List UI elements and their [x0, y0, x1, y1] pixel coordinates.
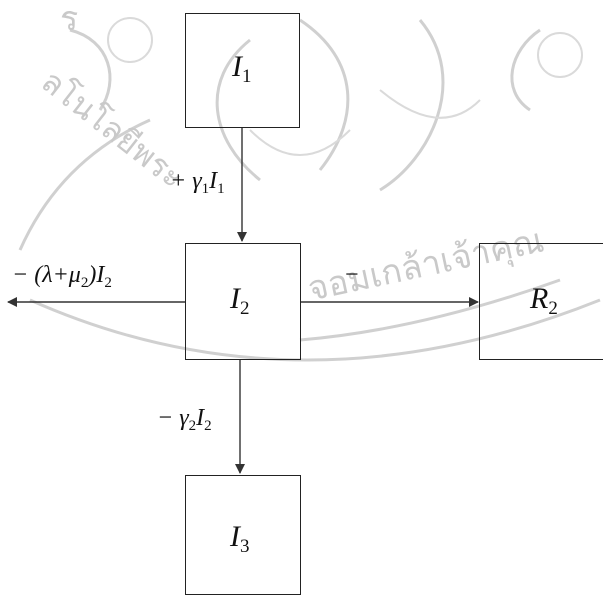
rate-i2-to-r2: − — [345, 262, 359, 288]
node-i2: I2 — [185, 243, 301, 360]
node-r2-label: R2 — [530, 282, 558, 319]
node-i1: I1 — [185, 13, 300, 128]
node-i3-label: I3 — [230, 520, 250, 557]
rate-i1-to-i2: + γ1I1 — [170, 168, 225, 197]
node-i3: I3 — [185, 475, 301, 595]
rate-i2-out: − (λ+μ2)I2 — [12, 262, 112, 291]
node-r2: R2 — [479, 243, 603, 360]
node-i1-label: I1 — [232, 50, 252, 87]
watermark-text-top: ร — [60, 0, 78, 39]
node-i2-label: I2 — [230, 282, 250, 319]
rate-i2-to-i3: − γ2I2 — [157, 405, 212, 434]
